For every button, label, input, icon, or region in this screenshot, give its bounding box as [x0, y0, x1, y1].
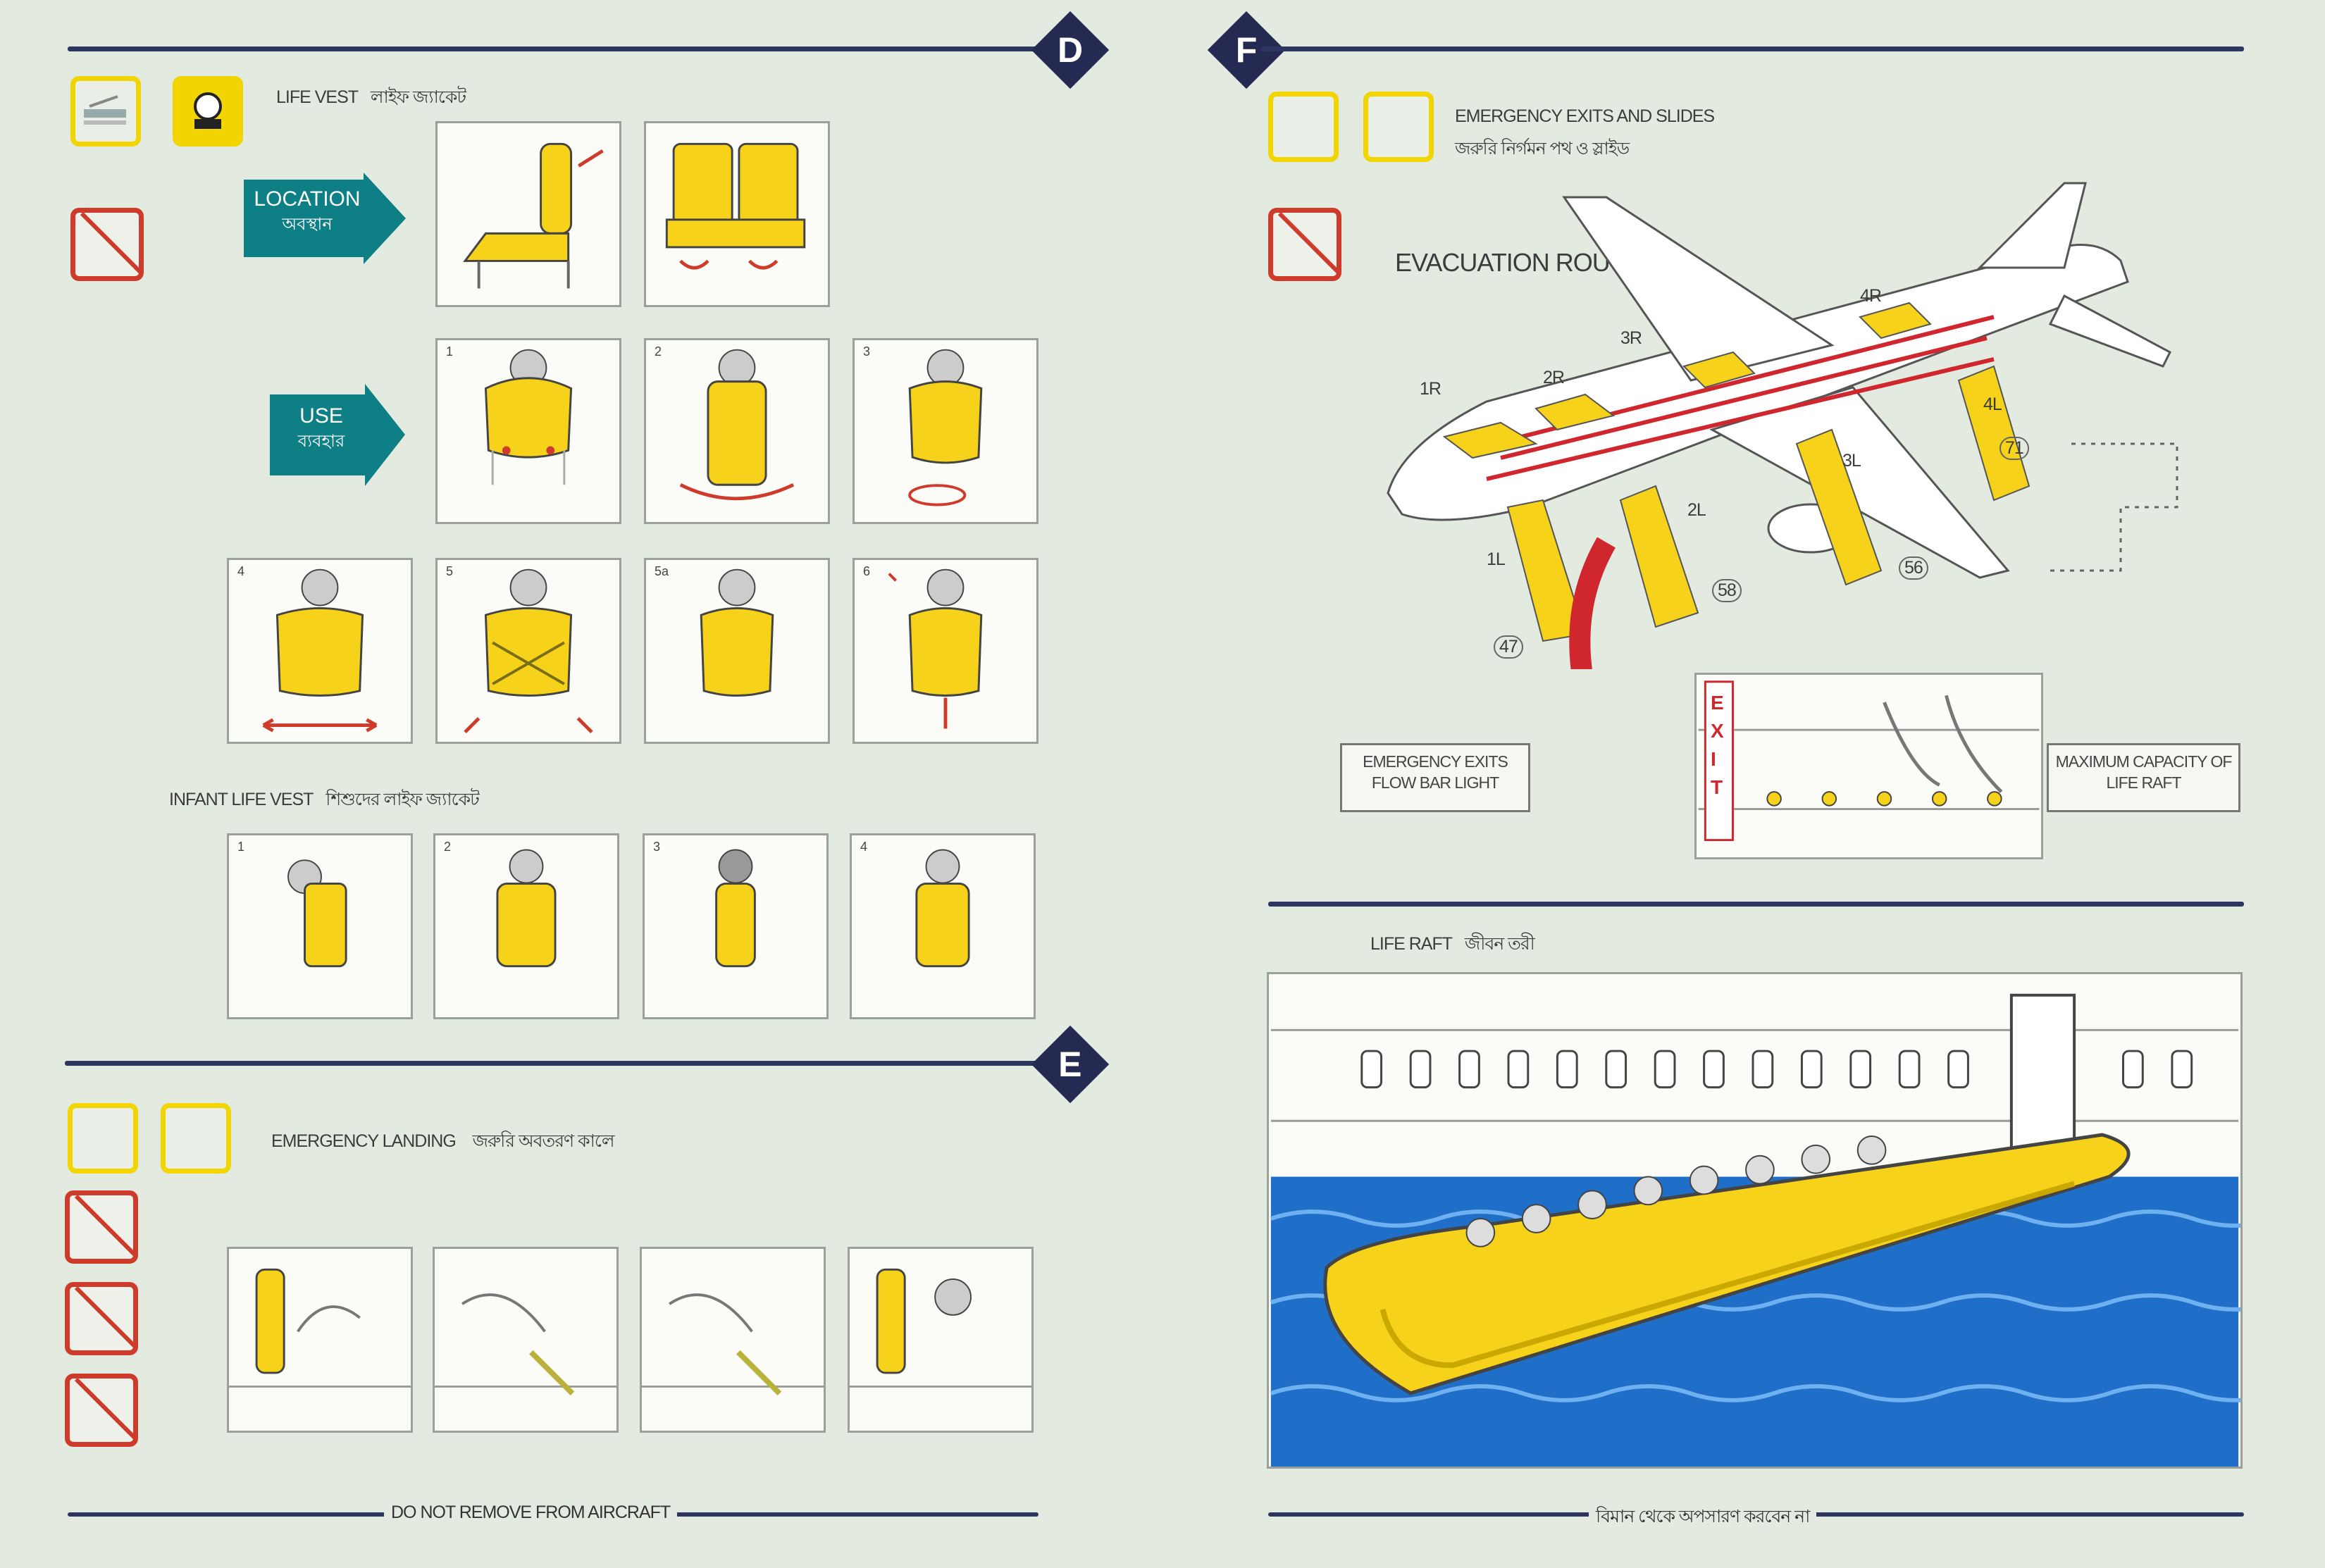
footer-text-right: বিমান থেকে অপসারণ করবেন না: [1589, 1502, 1817, 1533]
footer-text-left: DO NOT REMOVE FROM AIRCRAFT: [384, 1502, 678, 1523]
life-vest-water-icon: [161, 1103, 231, 1174]
raft-capacity-badge: 71: [2000, 437, 2029, 460]
door-label: 1L: [1487, 549, 1506, 569]
aircraft-diagram: [1387, 182, 2178, 669]
brace-position-panel: [640, 1247, 826, 1433]
location-under-seat-panel: [644, 121, 830, 307]
life-vest-icon: [173, 76, 243, 147]
location-seat-panel: [435, 121, 621, 307]
brace-position-panel: [227, 1247, 413, 1433]
raft-capacity-callout: MAXIMUM CAPACITY OF LIFE RAFT: [2047, 743, 2240, 812]
seat-icon: [70, 76, 141, 147]
section-f-rule: [1261, 46, 2244, 51]
use-arrow-icon: USE ব্যবহার: [270, 384, 405, 490]
door-label: 4L: [1983, 394, 2002, 414]
use-step-panel: 5: [435, 558, 621, 744]
prohibition-icon-e: [65, 1282, 138, 1355]
location-label-bn: অবস্থান: [282, 215, 333, 234]
raft-capacity-badge: 47: [1494, 635, 1523, 659]
life-raft-illustration: [1267, 972, 2243, 1469]
infant-step-panel: 2: [433, 833, 619, 1019]
prohibition-icon-d: [70, 208, 144, 281]
use-step-panel: 5a: [644, 558, 830, 744]
seat-icon: [1268, 92, 1339, 162]
use-step-panel: 4: [227, 558, 413, 744]
door-label: 3R: [1620, 328, 1642, 348]
slide-icon: [1363, 92, 1434, 162]
flow-bar-callout: EMERGENCY EXITS FLOW BAR LIGHT: [1340, 743, 1530, 812]
flow-bar-light-panel: EXIT: [1694, 673, 2043, 859]
section-d-rule: [68, 46, 1068, 51]
seat-icon: [68, 1103, 138, 1174]
use-step-panel: 6: [852, 558, 1038, 744]
use-step-panel: 2: [644, 338, 830, 524]
infant-step-panel: 1: [227, 833, 413, 1019]
prohibition-icon-e: [65, 1190, 138, 1264]
door-label: 4R: [1860, 286, 1882, 306]
use-step-panel: 1: [435, 338, 621, 524]
use-step-panel: 3: [852, 338, 1038, 524]
raft-capacity-badge: 58: [1712, 579, 1742, 602]
infant-step-panel: 4: [850, 833, 1036, 1019]
use-label: USE: [299, 404, 343, 428]
infant-step-panel: 3: [643, 833, 829, 1019]
raft-capacity-badge: 56: [1899, 556, 1928, 580]
prohibition-icon-e: [65, 1374, 138, 1447]
section-e-rule: [65, 1061, 1072, 1066]
life-raft-rule: [1268, 902, 2244, 907]
life-raft-heading: LIFE RAFT জীবন তরী: [1370, 934, 1535, 954]
door-label: 2R: [1543, 368, 1565, 387]
use-label-bn: ব্যবহার: [297, 432, 345, 451]
section-badge-d: D: [1031, 11, 1110, 89]
evacuation-route-label: EVACUATION ROUTE: [1395, 248, 1642, 277]
door-label: 3L: [1842, 451, 1861, 471]
life-vest-heading: LIFE VEST লাইফ জ্যাকেট: [276, 87, 466, 107]
door-label: 1R: [1420, 379, 1442, 399]
infant-life-vest-heading: INFANT LIFE VEST শিশুদের লাইফ জ্যাকেট: [169, 790, 480, 809]
location-arrow-icon: LOCATION অবস্থান: [244, 173, 406, 268]
location-label: LOCATION: [254, 187, 361, 211]
emergency-exits-heading: EMERGENCY EXITS AND SLIDES জরুরি নির্গমন…: [1455, 106, 1715, 158]
prohibition-icon-f: [1268, 208, 1341, 281]
brace-position-panel: [848, 1247, 1034, 1433]
section-badge-e: E: [1031, 1025, 1110, 1104]
emergency-landing-heading: EMERGENCY LANDING জরুরি অবতরণ কালে: [271, 1131, 615, 1151]
brace-position-panel: [433, 1247, 619, 1433]
exit-sign: EXIT: [1711, 692, 1724, 798]
door-label: 2L: [1687, 500, 1706, 520]
